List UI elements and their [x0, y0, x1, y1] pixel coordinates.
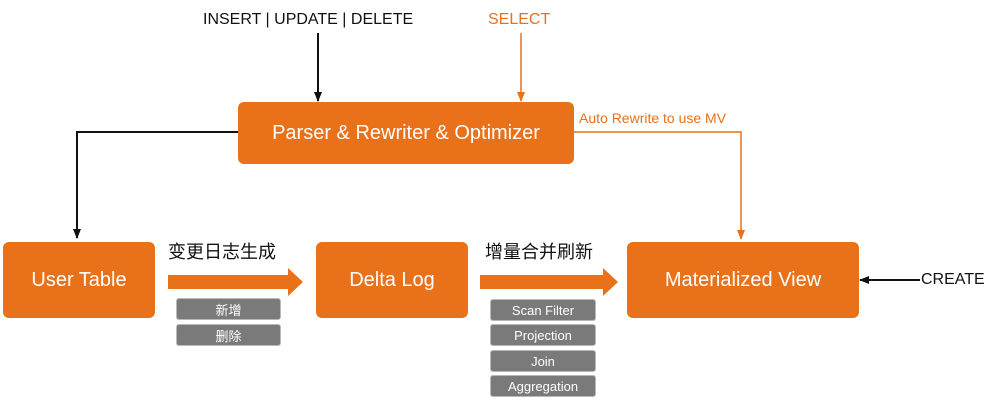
incremental-merge-block-arrow	[480, 268, 618, 296]
create-label: CREATE	[921, 271, 985, 288]
change-tag-delete: 删除	[176, 324, 281, 346]
refresh-tag-join: Join	[490, 350, 596, 372]
parser-rewriter-optimizer-node: Parser & Rewriter & Optimizer	[238, 102, 574, 164]
change-log-block-arrow	[168, 268, 303, 296]
auto-rewrite-label: Auto Rewrite to use MV	[579, 110, 727, 126]
change-log-label: 变更日志生成	[168, 242, 276, 262]
refresh-tag-projection: Projection	[490, 324, 596, 346]
parser-to-user-table-connector	[73, 131, 238, 239]
refresh-tag-aggregation: Aggregation	[490, 375, 596, 397]
refresh-tag-scan-filter: Scan Filter	[490, 299, 596, 321]
incremental-merge-label: 增量合并刷新	[485, 242, 593, 262]
auto-rewrite-connector	[574, 131, 745, 240]
dml-label: INSERT | UPDATE | DELETE	[203, 11, 414, 28]
materialized-view-node: Materialized View	[627, 242, 859, 318]
select-label: SELECT	[488, 11, 551, 28]
delta-log-node: Delta Log	[316, 242, 468, 318]
change-tag-insert: 新增	[176, 298, 281, 320]
user-table-node: User Table	[3, 242, 155, 318]
